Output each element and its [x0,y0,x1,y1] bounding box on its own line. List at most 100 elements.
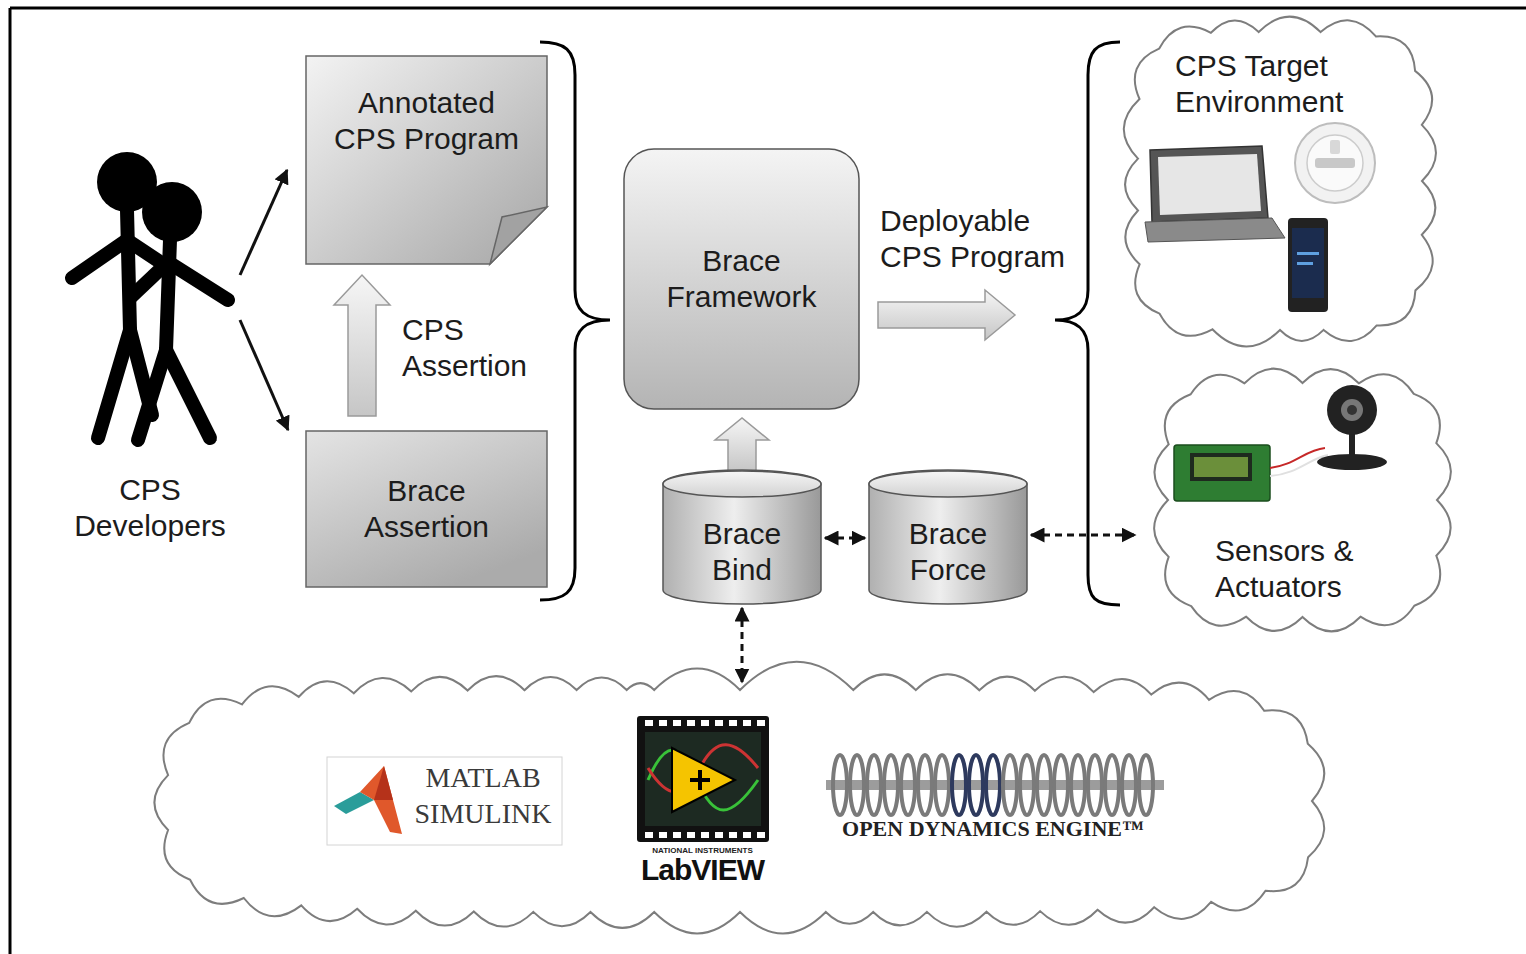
labview-logo [743,720,751,726]
labview-logo [687,720,695,726]
labview-logo [690,770,710,790]
document-outline [306,56,547,264]
curly-bracket [1055,42,1120,605]
webcam-icon [1347,405,1357,415]
stick-figure [168,262,228,300]
text-wrap: Sensors & Actuators [1215,533,1390,605]
labview-logo [659,832,667,838]
cloud-region: Sensors & Actuators [1150,365,1455,635]
webcam-icon [1317,385,1387,470]
labview-logo [729,832,737,838]
matlab-logo [327,757,562,845]
label-slot: Deployable CPS Program [880,203,1085,275]
ode-logo [1054,755,1068,815]
flow-arrow [240,320,288,430]
text-wrap: Brace Framework [657,243,827,315]
node-label: Brace Assertion [342,473,512,545]
node-label: Brace Bind [682,516,802,588]
ode-logo [1122,755,1136,815]
phone-icon [1297,262,1313,265]
ode-logo [826,755,1164,815]
ode-logo [986,755,1000,815]
node-label: Annotated CPS Program [332,85,522,157]
ode-logo [1139,755,1153,815]
labview-logo [637,716,769,842]
laptop-icon [1158,154,1261,215]
database-cylinder: Brace Force [868,470,1028,605]
labview-logo [743,832,751,838]
matlab-logo [360,766,402,834]
webcam-icon [1341,399,1363,421]
laptop-icon [1145,218,1285,242]
labview-logo [659,720,667,726]
labview-logo [701,832,709,838]
pump-device-icon [1315,158,1355,168]
ode-logo [850,755,864,815]
cloud-region: MATLAB SIMULINKNATIONAL INSTRUMENTSLabVI… [150,672,1330,930]
frame-border [9,8,12,954]
text-wrap: Annotated CPS Program [332,85,522,157]
block-arrow [715,418,769,471]
node-label: Brace Force [888,516,1008,588]
frame-border [10,8,1526,954]
cloud-region: CPS Target Environment [1120,14,1440,348]
box-outline [306,431,547,587]
ode-logo [969,755,983,815]
labview-logo [645,720,765,838]
circuit-board-icon [1194,457,1248,477]
ode-logo [935,755,949,815]
arrow-label: Deployable CPS Program [880,203,1085,275]
stick-figure [72,240,127,278]
pump-device-icon [1307,135,1363,191]
labview-logo [715,832,723,838]
labview-logo [757,720,765,726]
labview-logo [687,832,695,838]
text-wrap: Brace Force [888,516,1008,588]
pump-device-icon [1295,123,1375,203]
edge-label: CPS Assertion [402,312,552,384]
rect-outline [305,430,548,588]
cloud-outline [1154,369,1451,632]
actor-label: CPS Developers [60,472,240,544]
circuit-board-icon [1190,453,1252,481]
labview-logo [715,720,723,726]
labview-logo [672,748,735,812]
ode-logo [884,755,898,815]
labview-logo [637,716,769,842]
text-wrap: CPS Target Environment [1175,48,1385,120]
text-wrap: CPS Developers [60,472,240,544]
text-wrap: Brace Assertion [342,473,512,545]
node-label: Sensors & Actuators [1215,533,1390,605]
circuit-board-icon [1270,455,1328,476]
laptop-icon [1150,146,1268,222]
logo-text: OPEN DYNAMICS ENGINE™ [818,816,1168,842]
labview-logo [673,720,681,726]
ode-logo [833,755,847,815]
cylinder-body [663,470,821,604]
phone-icon [1292,228,1324,298]
ode-logo [1037,755,1051,815]
text-slot: MATLAB SIMULINK [408,760,558,832]
laptop-icon [1145,146,1285,242]
ode-logo [918,755,932,815]
text-wrap: Brace Bind [682,516,802,588]
flow-arrow [240,170,287,275]
page-fold [490,207,547,264]
labview-logo [645,720,653,726]
circuit-board-icon [1174,445,1328,501]
cloud-outline [150,672,1330,930]
cylinder-top [663,471,821,497]
round-outline [623,148,860,410]
actor-figure: CPS Developers [60,150,240,548]
pump-device-icon [1295,123,1375,203]
text-slot: OPEN DYNAMICS ENGINE™ [818,816,1168,842]
dashed-link [825,537,865,540]
cloud-outline [154,662,1324,934]
ode-logo [1071,755,1085,815]
stick-figure [138,350,166,440]
webcam-icon [1317,454,1387,470]
frame-border [10,7,1526,10]
label-slot: CPS Assertion [402,312,552,384]
block-arrow [334,275,390,416]
